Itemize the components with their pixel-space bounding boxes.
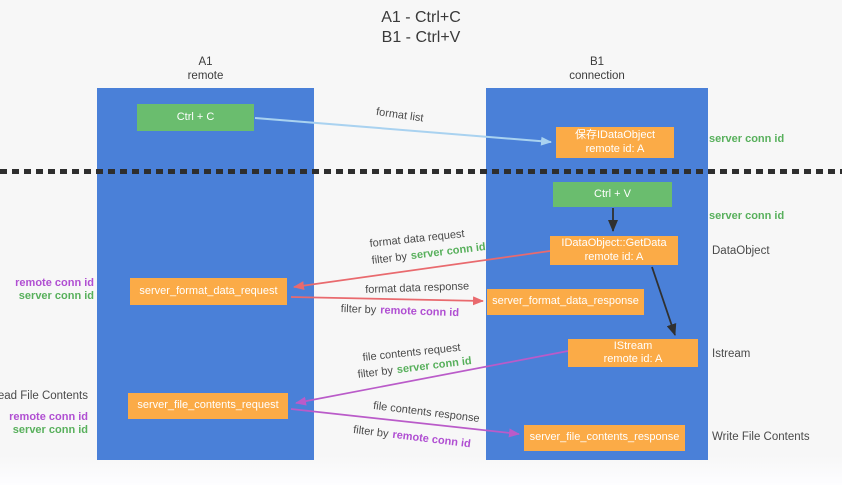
lane-b1-name: B1 <box>589 56 605 68</box>
node-istream: IStream remote id: A <box>568 339 698 367</box>
diagram-title: A1 - Ctrl+C B1 - Ctrl+V <box>0 8 842 48</box>
node-idataobject-getdata-line1: IDataObject::GetData <box>561 237 667 249</box>
arrow-format-data-response <box>290 296 484 306</box>
lane-b1-subtitle: connection <box>569 70 625 82</box>
node-save-idataobject: 保存IDataObject remote id: A <box>556 127 674 158</box>
label-filter-by-2: filter by <box>340 303 377 317</box>
label-filter-remote-conn-id-2: remote conn id <box>391 428 472 451</box>
node-idataobject-getdata: IDataObject::GetData remote id: A <box>550 236 678 265</box>
lane-b1-header: B1 connection <box>486 55 708 83</box>
label-istream: Istream <box>712 348 751 360</box>
node-ctrl-v-label: Ctrl + V <box>594 187 631 200</box>
node-save-idataobject-line2: remote id: A <box>585 142 645 155</box>
label-server-conn-id-right-mid: server conn id <box>709 210 785 222</box>
label-write-file-contents: Write File Contents <box>712 431 810 443</box>
node-server-file-contents-request: server_file_contents_request <box>128 393 288 419</box>
label-read-file-contents: Read File Contents <box>0 390 88 402</box>
label-server-conn-id-left-bottom: server conn id <box>12 424 88 436</box>
node-ctrl-v: Ctrl + V <box>553 182 672 207</box>
node-save-idataobject-line1: 保存IDataObject <box>574 129 656 141</box>
separator-dotted-line <box>0 169 842 174</box>
label-remote-conn-id-left-top: remote conn id <box>15 277 94 289</box>
node-server-format-data-response: server_format_data_response <box>487 289 644 315</box>
node-server-file-contents-response: server_file_contents_response <box>524 425 685 451</box>
label-remote-conn-id-left-bottom: remote conn id <box>9 411 88 423</box>
label-filter-remote-conn-id-1: remote conn id <box>380 304 460 320</box>
lane-a1-name: A1 <box>198 56 213 68</box>
node-server-format-data-request-label: server_format_data_request <box>139 284 278 297</box>
node-ctrl-c: Ctrl + C <box>137 104 254 131</box>
node-server-file-contents-response-label: server_file_contents_response <box>529 431 680 444</box>
label-format-data-response: format data response <box>365 280 470 296</box>
node-ctrl-c-label: Ctrl + C <box>176 110 215 123</box>
node-server-file-contents-request-label: server_file_contents_request <box>137 399 279 412</box>
node-server-format-data-response-label: server_format_data_response <box>492 295 639 308</box>
label-format-list: format list <box>375 106 425 125</box>
label-server-conn-id-right-top: server conn id <box>709 133 785 145</box>
label-dataobject: DataObject <box>712 245 770 257</box>
label-filter-by-1: filter by <box>371 250 408 267</box>
node-istream-line2: remote id: A <box>603 353 663 365</box>
lane-a1-header: A1 remote <box>97 55 314 83</box>
label-file-contents-response: file contents response <box>372 400 481 425</box>
lane-a1-subtitle: remote <box>187 70 224 82</box>
node-istream-line1: IStream <box>613 339 653 352</box>
label-filter-by-4: filter by <box>352 424 390 441</box>
node-server-format-data-request: server_format_data_request <box>130 278 287 305</box>
label-filter-by-3: filter by <box>357 364 394 381</box>
node-idataobject-getdata-line2: remote id: A <box>584 250 644 263</box>
title-line-2: B1 - Ctrl+V <box>381 29 461 46</box>
label-server-conn-id-left-top: server conn id <box>18 290 94 302</box>
title-line-1: A1 - Ctrl+C <box>381 9 461 26</box>
